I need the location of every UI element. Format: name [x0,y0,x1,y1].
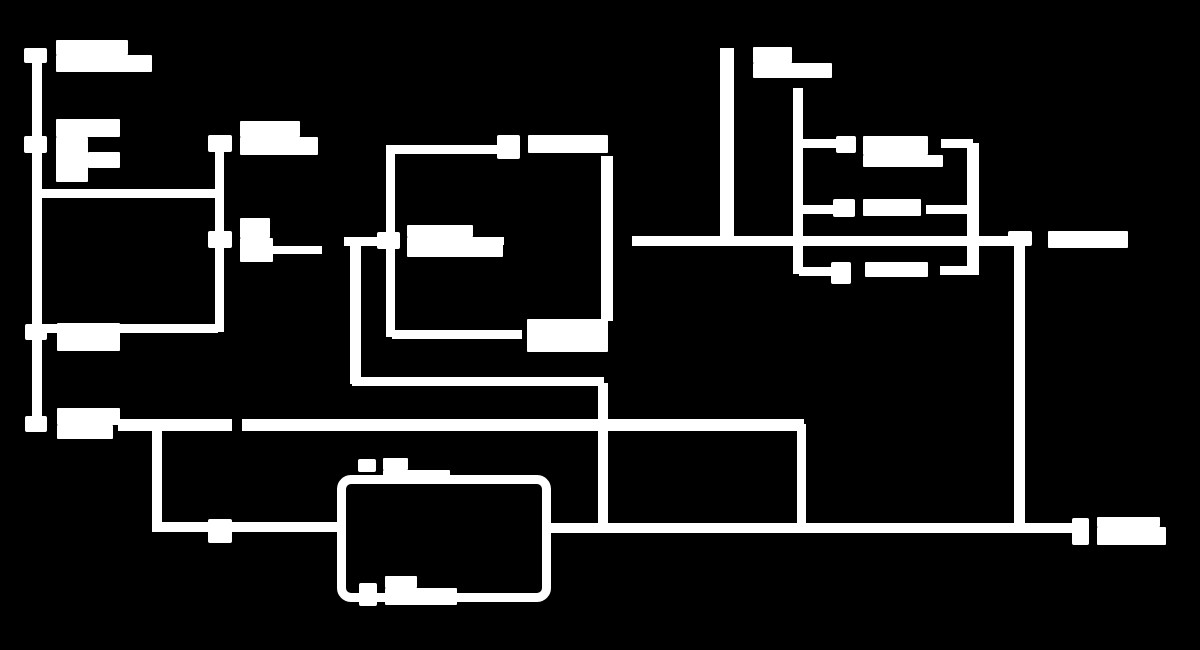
label-alt1-line2 [863,155,943,167]
node-4 [25,416,47,432]
label-end-line1 [1097,517,1160,527]
box-top-edge [390,145,500,154]
label-value-line1 [407,225,473,237]
node-1 [24,48,47,63]
branch3-line [42,324,218,333]
node-alt-bottom [831,262,851,284]
bypass-vertical [350,243,361,384]
alt-top-line-left [799,139,839,148]
left-rail [32,52,42,428]
bypass-drop [598,383,608,531]
label-top-line1 [753,47,792,63]
main-line-lower-a [118,419,232,431]
drop-left [152,428,162,526]
node-alt-top [836,136,856,153]
node-junction-right [1008,231,1032,246]
branch2-entry-line [37,189,220,198]
node-2 [24,136,47,153]
bottom-line-b [230,522,340,532]
label-2-line2 [56,137,88,182]
bypass-horizontal [352,377,604,386]
main-line-lower-b [242,419,804,431]
node-2b [208,135,232,152]
label-4-line1 [57,408,120,425]
label-loop-top-line2 [383,470,450,481]
label-value-line2 [407,237,503,257]
bottom-line-a [152,522,210,532]
node-loop-entry [208,519,232,543]
label-3 [57,323,120,351]
label-junction-right [1048,231,1128,248]
drop-right [797,424,806,526]
value-entry-line [344,237,389,246]
label-2-line3 [88,152,120,168]
label-2c-line2 [240,238,273,262]
label-4-line2 [57,425,113,439]
label-end-line2 [1097,527,1166,545]
label-1-line1 [56,40,128,55]
label2c-stub [273,246,322,254]
right-vertical [1014,244,1025,531]
label-loop-bot-line1 [385,576,417,588]
label-1-line2 [56,55,152,72]
box-bottom-edge [392,330,522,339]
label-2c-line1 [240,218,270,238]
bottom-line-c [548,523,1076,533]
node-loop-bottom [359,583,377,606]
label-top-line2 [753,63,832,78]
label-box-top [528,135,608,153]
node-box-top [497,135,520,159]
label-2b-line2 [240,137,318,155]
label-alt1-line1 [863,136,928,155]
alt-bottom-line-right [940,266,972,275]
alt-top-line-right [941,139,973,148]
main-line-upper [632,236,1010,246]
label-loop-bot-line2 [385,588,457,605]
alt-mid-line-right [926,205,971,214]
label-alt2 [863,199,921,216]
node-3 [25,324,47,340]
node-box-left [377,232,400,249]
label-box-bottom [527,319,608,352]
label-loop-top-line1 [383,458,408,470]
label-2b-line1 [240,121,300,137]
alt-bottom-line-left [799,267,833,276]
label-alt3 [865,262,928,277]
alt-left-rail [793,88,803,274]
node-alt-mid [833,199,855,217]
box-right-edge [601,156,613,321]
alt-mid-line-left [797,205,835,214]
top-vertical-1 [720,48,734,245]
label-2-line1 [56,119,120,137]
node-2c [208,231,232,248]
node-end [1072,518,1089,545]
node-loop-top [358,459,376,472]
